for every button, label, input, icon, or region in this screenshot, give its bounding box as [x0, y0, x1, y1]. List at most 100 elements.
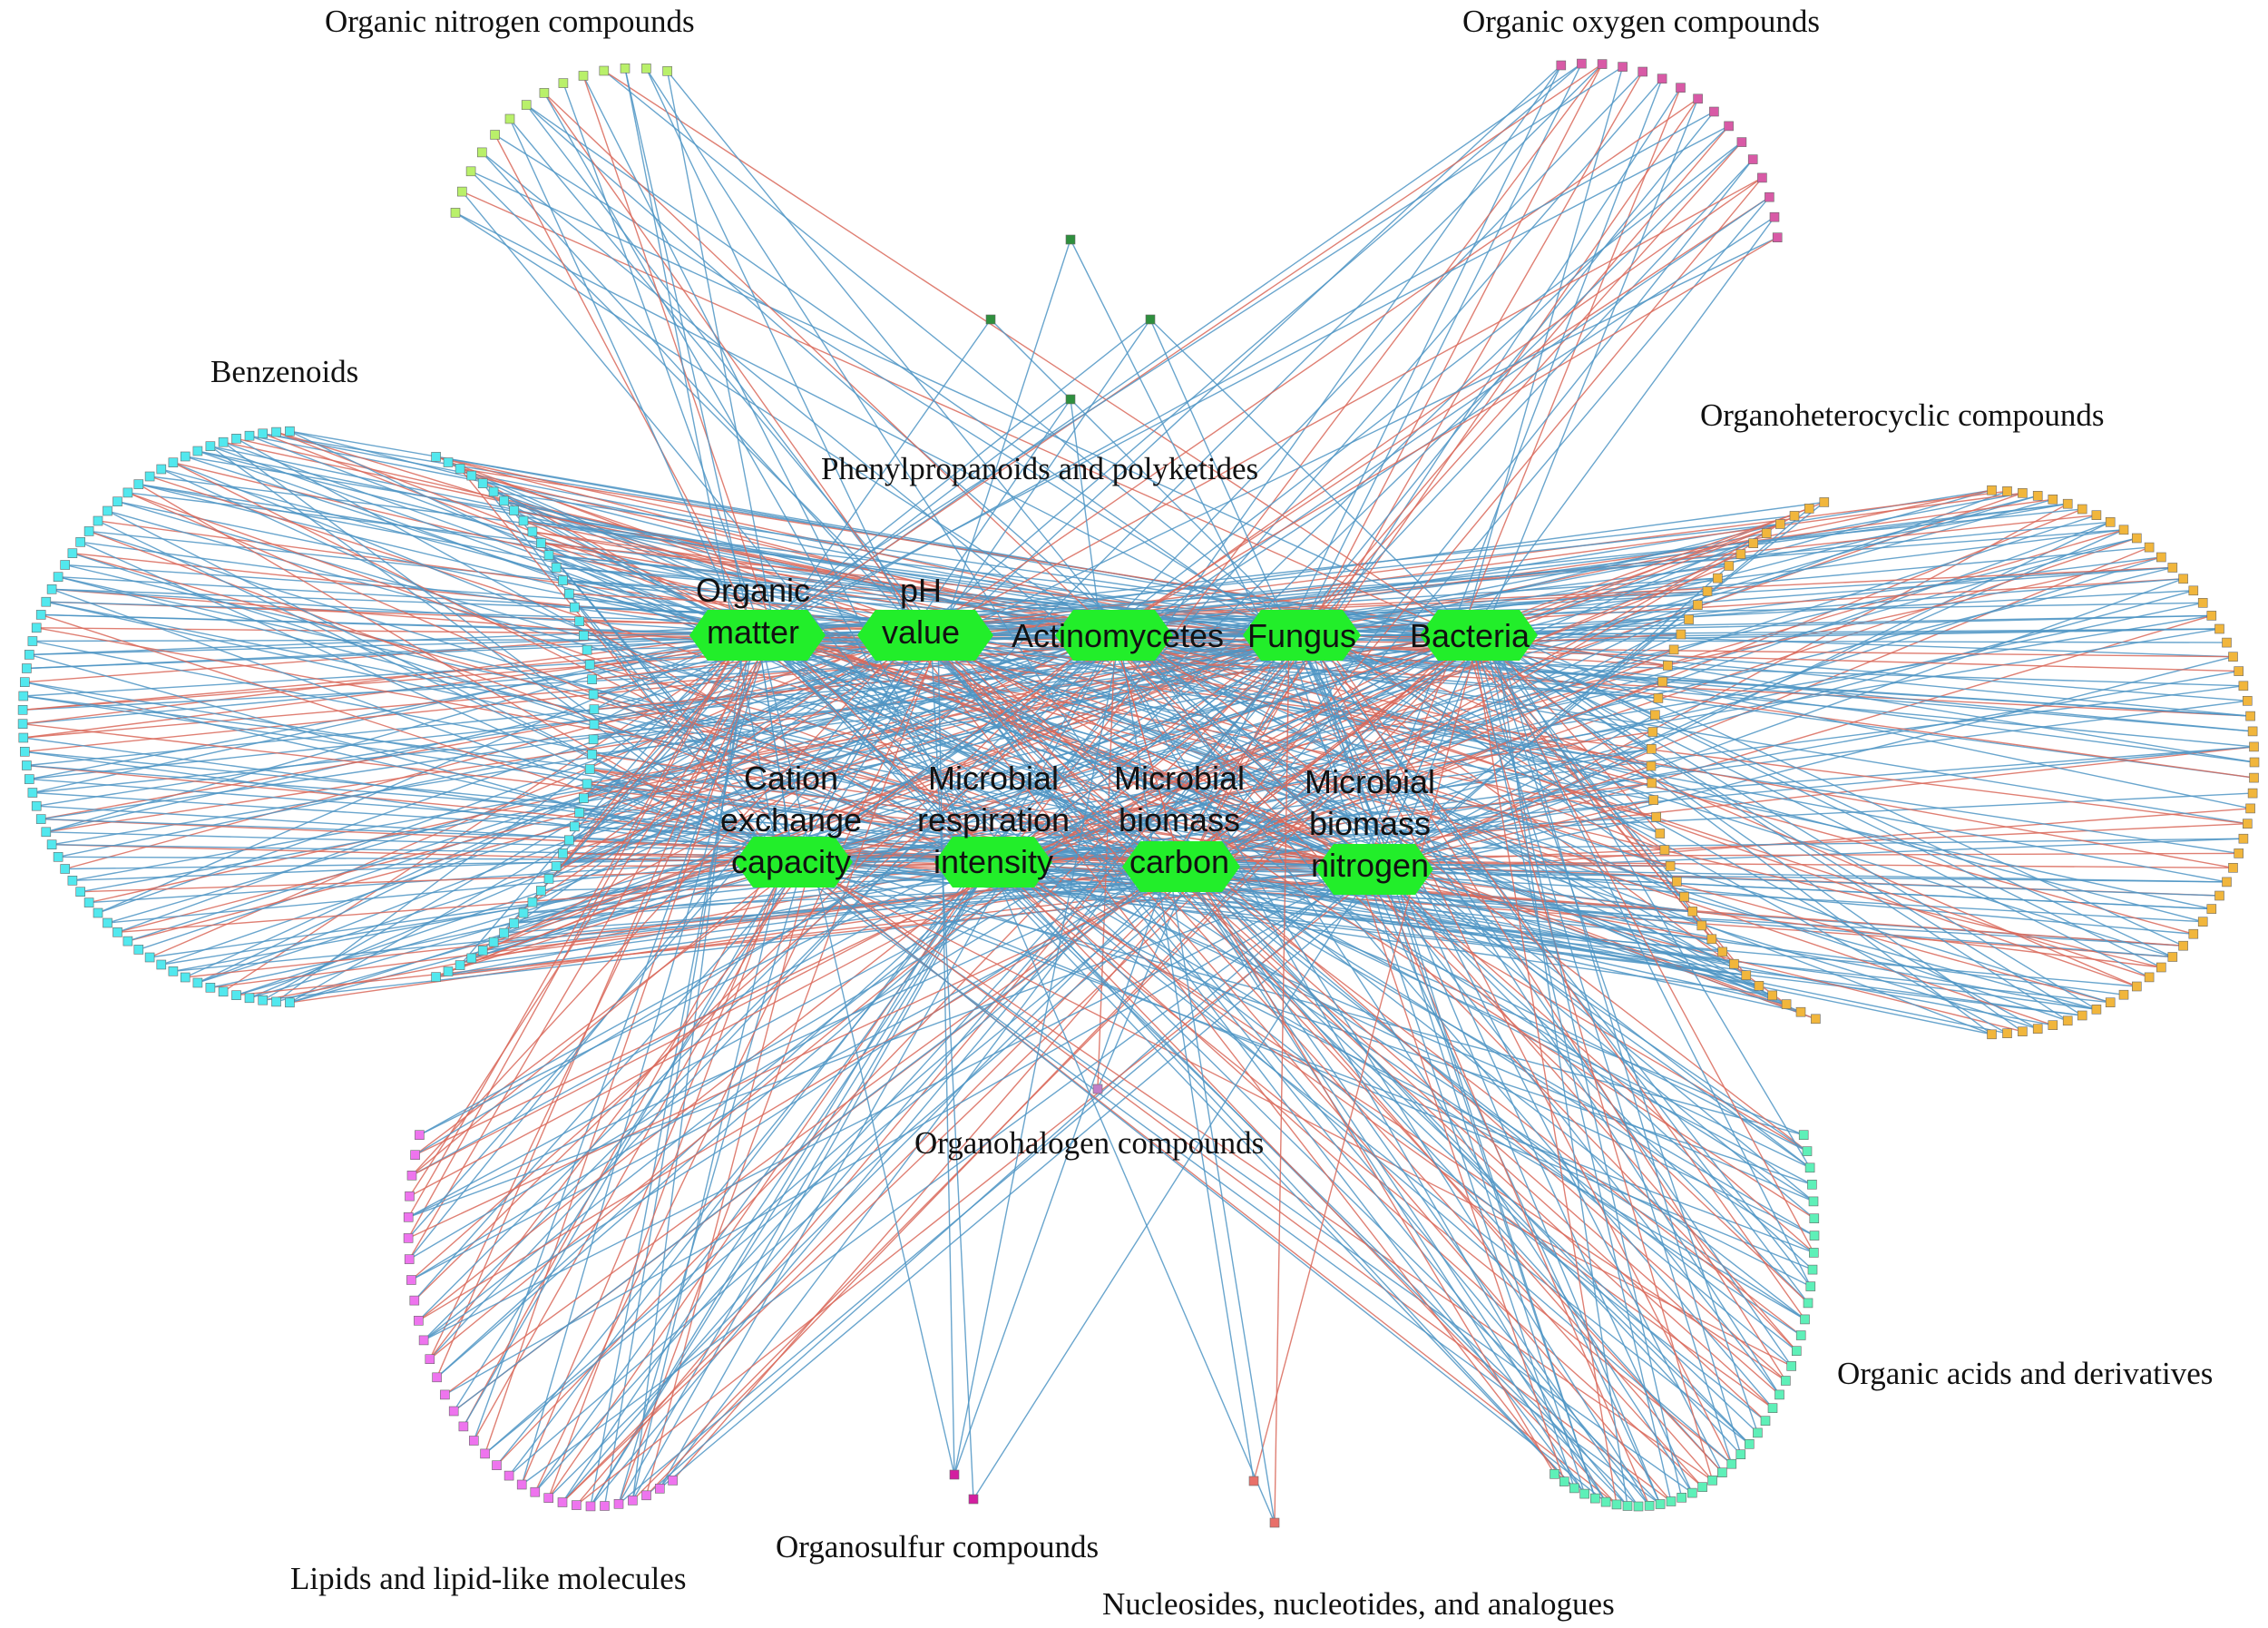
metabolite-node-benzenoids: [551, 563, 562, 573]
positive-correlation-edge: [484, 631, 1489, 1455]
metabolite-node-lipids: [613, 1499, 624, 1509]
negative-correlation-edge: [1470, 507, 1810, 632]
positive-correlation-edge: [172, 462, 1164, 868]
positive-correlation-edge: [1286, 532, 1767, 628]
metabolite-node-benzenoids: [27, 636, 38, 646]
positive-correlation-edge: [481, 152, 918, 632]
metabolite-node-organic-acids: [1697, 1482, 1707, 1492]
hub-shape: [1420, 610, 1538, 661]
metabolite-node-benzenoids: [83, 897, 94, 907]
negative-correlation-edge: [1097, 643, 1116, 1090]
positive-correlation-edge: [1383, 564, 1730, 874]
metabolite-node-organic-nitrogen: [450, 208, 461, 218]
metabolite-node-organoheterocyclic: [1713, 573, 1723, 584]
metabolite-node-organoheterocyclic: [1717, 946, 1727, 957]
metabolite-node-benzenoids: [509, 918, 519, 928]
negative-correlation-edge: [1463, 635, 1714, 1481]
positive-correlation-edge: [1166, 859, 2008, 1035]
positive-correlation-edge: [1366, 501, 1825, 868]
label-organic-oxygen: Organic oxygen compounds: [1462, 4, 1821, 39]
hub-label-line: capacity: [731, 843, 851, 880]
metabolite-node-organic-nitrogen: [521, 100, 532, 110]
positive-correlation-edge: [1112, 489, 1992, 633]
positive-correlation-edge: [1149, 319, 1393, 863]
negative-correlation-edge: [773, 635, 2111, 1004]
metabolite-node-organic-nitrogen: [490, 130, 500, 140]
metabolite-node-lipids: [543, 1493, 554, 1503]
metabolite-node-lipids: [432, 1372, 442, 1383]
metabolite-node-benzenoids: [569, 602, 580, 613]
positive-correlation-edge: [1383, 748, 1652, 872]
metabolite-node-organoheterocyclic: [1650, 710, 1660, 721]
metabolite-node-nucleosides: [1269, 1517, 1280, 1528]
metabolite-node-benzenoids: [584, 660, 595, 670]
metabolite-node-organic-acids: [1792, 1346, 1802, 1356]
metabolite-node-benzenoids: [535, 886, 546, 896]
hub-hub-edge: [757, 634, 1182, 868]
positive-correlation-edge: [764, 630, 1808, 1152]
positive-correlation-edge: [1186, 865, 1702, 927]
negative-correlation-edge: [913, 639, 2054, 1026]
positive-correlation-edge: [1490, 640, 2097, 1010]
metabolite-node-organoheterocyclic: [2249, 757, 2260, 768]
hub-fungus: Fungus: [1243, 610, 1361, 661]
metabolite-node-lipids: [492, 1460, 502, 1470]
metabolite-node-organic-acids: [1707, 1476, 1717, 1486]
metabolite-node-benzenoids: [24, 774, 34, 784]
metabolite-node-organic-acids: [1767, 1403, 1778, 1413]
metabolite-node-lipids: [668, 1476, 678, 1486]
positive-correlation-edge: [930, 629, 974, 1500]
negative-correlation-edge: [447, 461, 758, 635]
positive-correlation-edge: [1383, 862, 1808, 1152]
metabolite-node-organoheterocyclic: [2032, 490, 2043, 501]
positive-correlation-edge: [1481, 633, 1812, 1287]
metabolite-node-benzenoids: [27, 788, 38, 798]
negative-correlation-edge: [562, 871, 1191, 1503]
metabolite-node-lipids: [406, 1171, 417, 1181]
metabolite-node-organoheterocyclic: [2249, 772, 2259, 783]
metabolite-node-organoheterocyclic: [2228, 862, 2238, 873]
positive-correlation-edge: [423, 869, 1360, 1341]
positive-correlation-edge: [1385, 656, 2234, 873]
metabolite-node-lipids: [403, 1233, 414, 1243]
negative-correlation-edge: [575, 868, 1383, 1506]
metabolite-node-lipids: [600, 1501, 610, 1511]
negative-correlation-edge: [1163, 681, 1663, 877]
metabolite-node-benzenoids: [31, 800, 42, 811]
positive-correlation-edge: [509, 118, 748, 638]
metabolite-node-benzenoids: [53, 572, 64, 583]
metabolite-node-organoheterocyclic: [1696, 920, 1707, 931]
positive-correlation-edge: [1486, 641, 1759, 1434]
metabolite-node-organoheterocyclic: [2249, 741, 2259, 752]
metabolite-node-lipids: [628, 1496, 638, 1505]
metabolite-node-organic-acids: [1633, 1501, 1644, 1512]
negative-correlation-edge: [1253, 643, 1478, 1482]
metabolite-node-benzenoids: [518, 907, 529, 918]
metabolite-node-benzenoids: [41, 827, 52, 838]
metabolite-node-organic-acids: [1569, 1483, 1579, 1494]
metabolite-node-lipids: [557, 1497, 568, 1507]
metabolite-node-benzenoids: [477, 946, 488, 956]
negative-correlation-edge: [1317, 633, 1806, 1320]
positive-correlation-edge: [1360, 78, 1663, 866]
metabolite-node-benzenoids: [46, 839, 57, 850]
metabolite-node-benzenoids: [587, 749, 597, 760]
metabolite-node-organoheterocyclic: [1657, 676, 1667, 687]
metabolite-node-organoheterocyclic: [2234, 848, 2244, 858]
metabolite-node-benzenoids: [488, 486, 499, 497]
metabolite-node-organoheterocyclic: [2091, 510, 2102, 521]
positive-correlation-edge: [1390, 98, 1699, 868]
metabolite-node-lipids: [414, 1316, 424, 1326]
hub-label-line: Cation: [744, 760, 838, 797]
metabolite-node-organoheterocyclic: [2144, 542, 2155, 553]
metabolite-node-organic-oxygen: [1724, 121, 1734, 132]
metabolite-node-organoheterocyclic: [1647, 727, 1658, 737]
positive-correlation-edge: [808, 537, 2137, 857]
positive-correlation-edge: [470, 171, 1480, 631]
negative-correlation-edge: [1115, 196, 1770, 630]
metabolite-node-organic-acids: [1753, 1427, 1763, 1438]
positive-correlation-edge: [88, 530, 1177, 871]
